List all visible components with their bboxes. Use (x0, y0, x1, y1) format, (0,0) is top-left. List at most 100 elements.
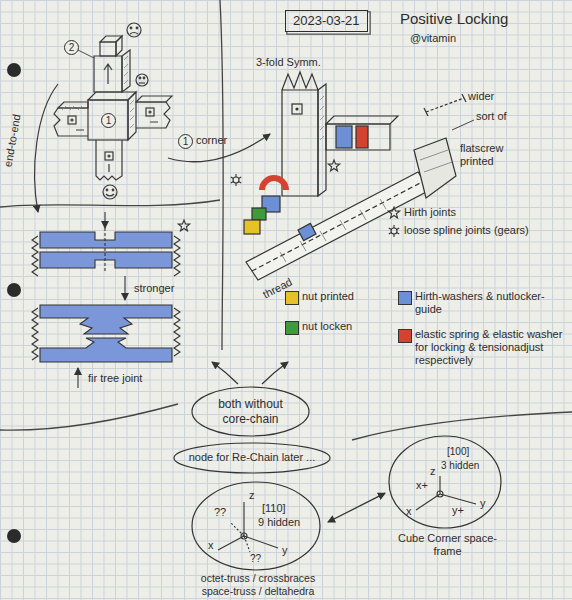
direction-note: [110] (262, 502, 286, 515)
axis-label: y (282, 544, 288, 557)
callout-number: 2 (64, 40, 79, 55)
corner-node-sketch (426, 98, 464, 112)
corner-node-sketch (336, 126, 352, 148)
legend-text: nut locken (302, 320, 392, 333)
node-sketch (128, 92, 136, 140)
punch-hole (7, 63, 21, 77)
node-sketch (136, 96, 172, 102)
node-sketch (139, 77, 141, 79)
hirth-joint-sketch (178, 220, 189, 231)
node-sketch (106, 189, 108, 191)
region-divider (352, 412, 572, 440)
node-sketch (116, 36, 122, 56)
date-box: 2023-03-21 (285, 10, 368, 32)
corner-node-sketch (320, 96, 324, 140)
corner-node-sketch (292, 104, 302, 114)
region-divider (0, 200, 220, 207)
hirth-joint-sketch (124, 276, 125, 300)
node-sketch (130, 27, 132, 29)
part-note: 3-fold Symm. (256, 56, 321, 69)
hirth-joint-sketch (40, 252, 172, 268)
pointer-arrow (262, 362, 288, 384)
corner-node-sketch (282, 72, 318, 90)
callout-number: 1 (101, 113, 116, 128)
hirth-joint-sketch (32, 212, 190, 388)
legend-swatch (398, 291, 412, 305)
corner-node-sketch (318, 84, 326, 196)
node-sketch (149, 111, 151, 113)
corner-node-sketch (280, 199, 386, 262)
part-note: sort of (476, 110, 507, 123)
hirth-joint-sketch (32, 236, 38, 276)
node-sketch (68, 116, 76, 124)
axis-sketch (437, 491, 443, 497)
circle-caption: Cube Corner space-frame (385, 532, 510, 558)
region-divider (0, 0, 572, 440)
axis-sketch (416, 476, 476, 510)
node-sketch (62, 56, 134, 128)
axis-label: x (208, 539, 214, 552)
corner-node-sketch (296, 108, 298, 110)
node-sketch (143, 77, 145, 79)
corner-arrow (168, 134, 270, 162)
node-sketch (108, 155, 110, 157)
circle-outline (192, 482, 320, 570)
corner-node-sketch (328, 160, 339, 171)
legend-text: elastic spring & elastic washer for lock… (415, 328, 567, 368)
hirth-joint-sketch (77, 368, 78, 388)
corner-node-sketch (326, 124, 390, 150)
symbol-key: loose spline joints (gears) (404, 224, 529, 237)
title-text: Positive Locking (400, 10, 508, 28)
hirth-joint-sketch (40, 305, 172, 334)
hirth-joint-sketch (32, 308, 38, 360)
corner-node-sketch (420, 150, 452, 172)
part-note: flatscrew printed (460, 142, 532, 168)
corner-node-sketch (282, 90, 318, 196)
node-sketch (100, 42, 116, 56)
hirth-joint-sketch (104, 228, 105, 272)
corner-node-sketch (326, 116, 398, 124)
corner-node-sketch (424, 94, 466, 116)
node-sketch (136, 27, 138, 29)
axis-label: z (249, 489, 255, 502)
axis-sketch (230, 522, 250, 552)
axis-label: y+ (452, 504, 464, 517)
note-oval: node for Re-Chain later ... (173, 442, 331, 474)
end-to-end-arrow (35, 84, 58, 212)
axis-label: x (406, 505, 412, 518)
direction-note: [100] (447, 446, 469, 458)
pointer-arrow (212, 362, 238, 384)
corner-node-sketch (388, 207, 399, 218)
corner-node-sketch (252, 181, 424, 271)
corner-node-sketch (298, 223, 316, 240)
node-sketch (136, 102, 170, 128)
axis-note: ?? (250, 553, 261, 565)
node-sketch (54, 108, 88, 136)
node-sketch (136, 74, 148, 86)
node-sketch (62, 56, 134, 128)
legend-text: Hirth-washers & nutlocker-guide (415, 290, 555, 316)
punch-hole (7, 529, 21, 543)
node-sketch (54, 23, 172, 199)
node-sketch (127, 23, 141, 37)
note-text-block: node for Re-Chain later ... (189, 451, 316, 464)
pointer-arrow (212, 362, 288, 384)
axis-note: ?? (214, 506, 226, 519)
arrow-label: corner (196, 134, 227, 147)
axis-label: z (430, 465, 436, 478)
corner-node-sketch (231, 72, 474, 280)
hirth-joint-sketch (40, 232, 172, 248)
node-sketch (130, 33, 138, 35)
oval-outline (192, 387, 309, 436)
hirth-joint-sketch (104, 212, 105, 228)
author-tag: @vitamin (410, 32, 456, 45)
corner-node-sketch (389, 225, 399, 237)
axis-label: y (480, 497, 486, 510)
corner-node-sketch (246, 172, 430, 280)
oval-outline (174, 443, 330, 473)
date-text: 2023-03-21 (293, 13, 360, 29)
node-sketch (146, 108, 154, 116)
hirth-joint-sketch (40, 338, 172, 362)
corner-node-sketch (356, 126, 368, 148)
